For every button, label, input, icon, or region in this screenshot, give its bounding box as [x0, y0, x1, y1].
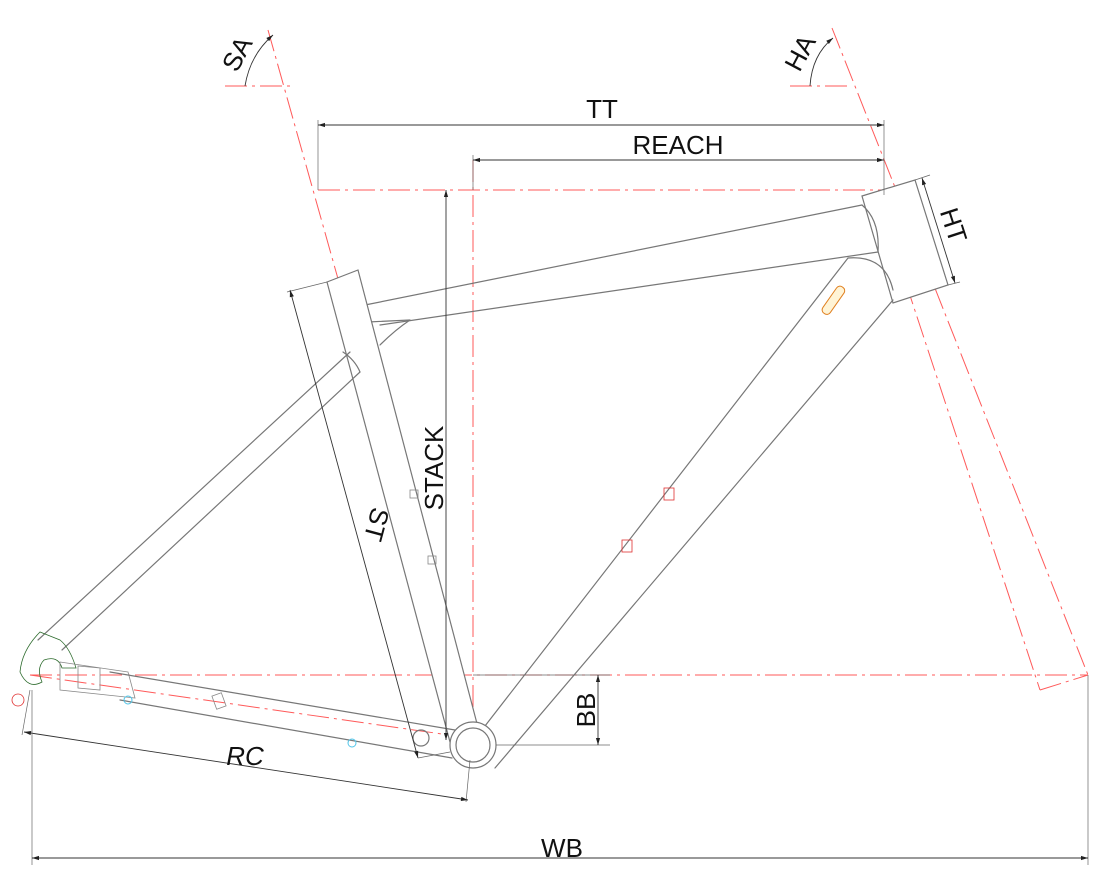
- st-ext-top: [286, 281, 328, 293]
- sa-angle-arc: [244, 34, 274, 87]
- label-sa: SA: [216, 31, 259, 76]
- down-tube: [477, 257, 894, 769]
- dropout-detail: [59, 661, 136, 699]
- label-st: ST: [358, 504, 396, 544]
- ht-ext-top: [914, 174, 931, 181]
- head-tube-center-line: [831, 27, 1089, 676]
- rc-ext-left: [21, 689, 31, 736]
- head-tube: [861, 179, 949, 304]
- top-tube: [364, 204, 879, 326]
- label-ht: HT: [934, 204, 973, 246]
- dimensions: [21, 34, 1089, 865]
- bottle-boss-upper: [663, 487, 675, 501]
- seat-tube-center-line: [267, 29, 471, 749]
- label-tt: TT: [586, 94, 618, 124]
- label-ha: HA: [778, 29, 822, 76]
- label-wb: WB: [541, 833, 583, 863]
- center-lines: [29, 27, 1089, 749]
- cable-port: [821, 285, 846, 315]
- cyan-mark-dropout: [123, 695, 133, 705]
- bottle-boss-lower: [621, 539, 633, 553]
- ht-dimension-line: [921, 177, 956, 284]
- label-bb: BB: [571, 693, 601, 728]
- rc-dimension-line: [23, 730, 469, 802]
- seat-tube: [326, 269, 481, 743]
- head-tube-offset-line: [894, 249, 1041, 691]
- bike-frame: [11, 179, 949, 769]
- st-dimension-line: [289, 289, 419, 759]
- rear-axle-mark: [11, 693, 25, 707]
- chainstay-bridge: [412, 729, 430, 747]
- dimension-labels: SA HA TT REACH HT STACK ST BB RC WB: [216, 29, 974, 863]
- label-rc: RC: [226, 741, 264, 771]
- seat-tube-port-lower: [427, 555, 437, 565]
- rear-dropout: [19, 631, 77, 685]
- label-stack: STACK: [419, 425, 449, 510]
- ha-angle-arc: [809, 37, 834, 87]
- label-reach: REACH: [632, 130, 723, 160]
- ht-ext-bottom: [947, 281, 961, 286]
- head-tube-junction: [847, 204, 894, 291]
- seat-stay: [37, 351, 361, 651]
- chain-stay: [109, 671, 456, 759]
- fork-line: [1039, 674, 1089, 691]
- bottom-bracket-shell: [449, 721, 497, 769]
- chainstay-port: [211, 692, 227, 710]
